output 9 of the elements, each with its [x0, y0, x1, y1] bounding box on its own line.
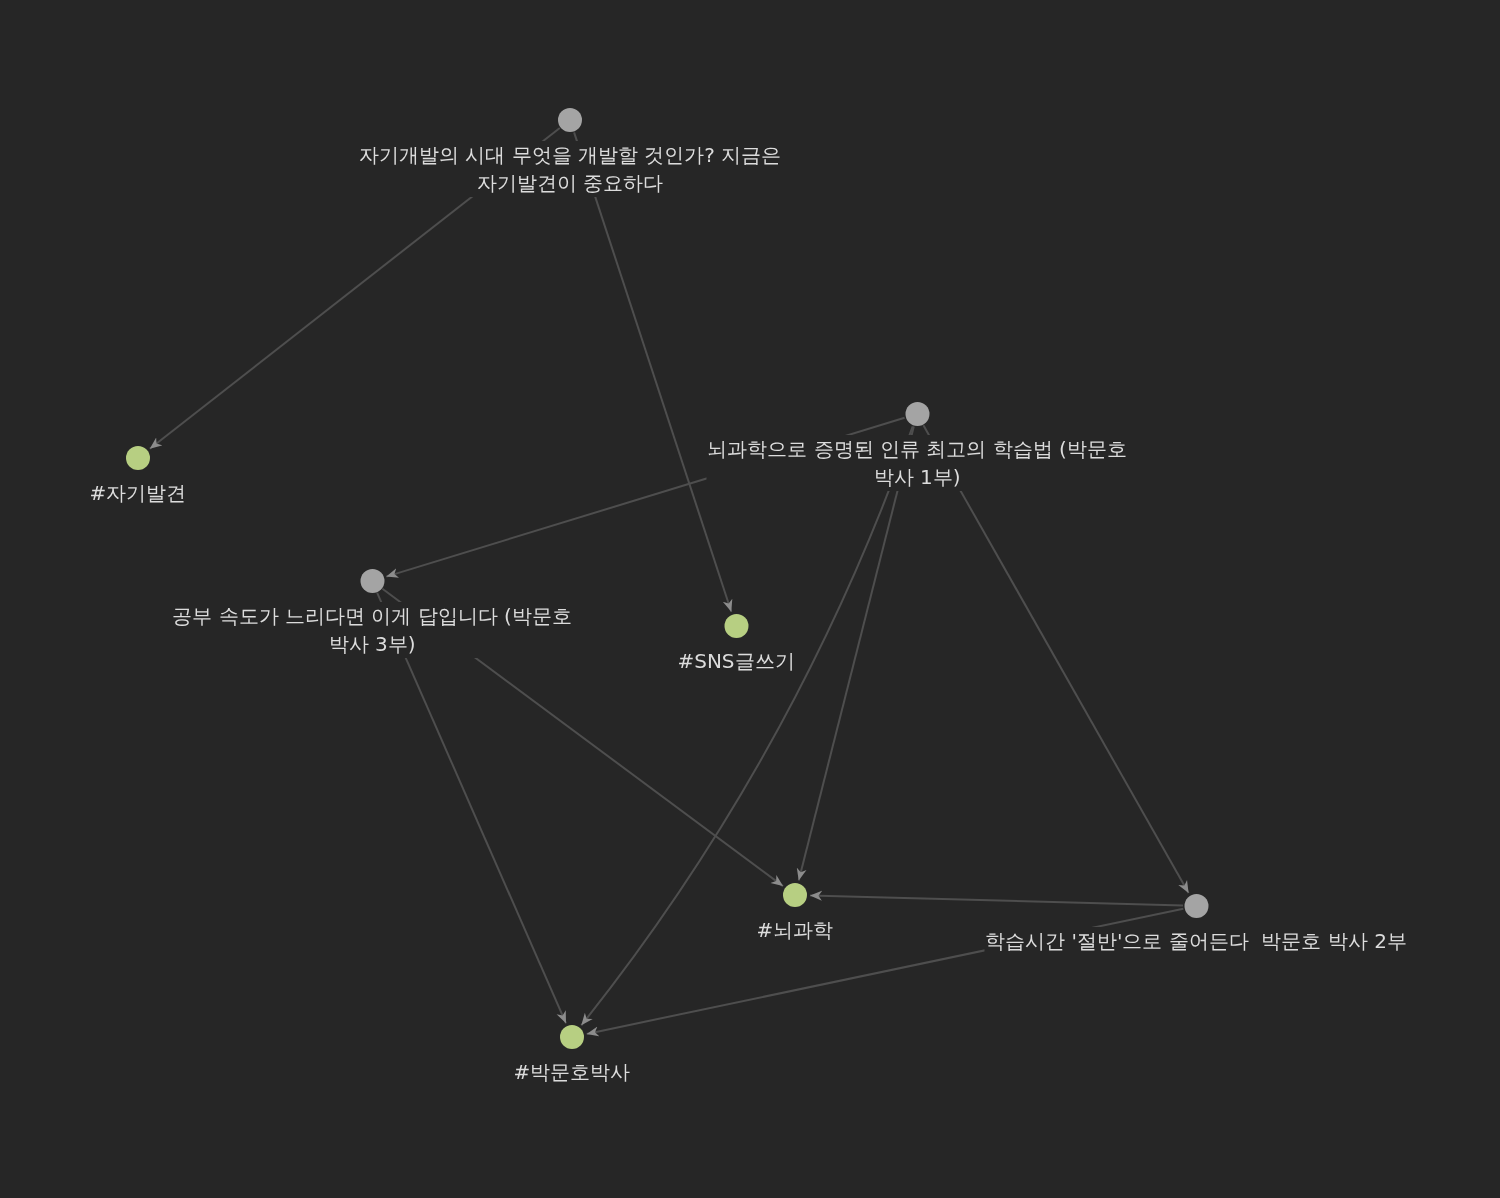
arrow: [922, 424, 1190, 894]
node-label: 자기개발의 시대 무엇을 개발할 것인가? 지금은 자기발견이 중요하다: [358, 141, 782, 197]
arrow: [573, 131, 733, 613]
node-label: 뇌과학으로 증명된 인류 최고의 학습법 (박문호 박사 1부): [706, 435, 1128, 491]
arrow: [580, 425, 914, 1027]
node-label: 공부 속도가 느리다면 이게 답입니다 (박문호 박사 3부): [171, 602, 573, 658]
arrow: [796, 425, 915, 882]
node-label: 학습시간 '절반'으로 줄어든다 박문호 박사 2부: [984, 927, 1408, 955]
arrow: [809, 890, 1184, 907]
